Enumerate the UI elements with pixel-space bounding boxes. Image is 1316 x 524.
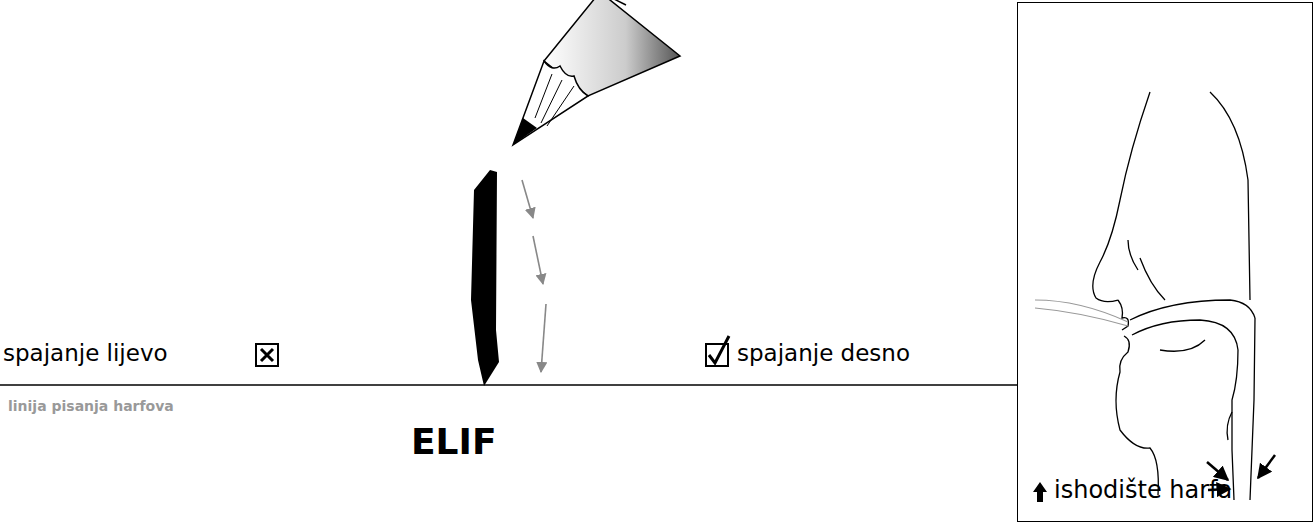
stroke-direction-arrows: [522, 180, 546, 372]
head-profile-illustration: [1093, 92, 1255, 500]
up-arrow-symbol: [1033, 482, 1047, 502]
crossed-checkbox: [256, 344, 278, 366]
panel-caption: ishodište harfa: [1054, 477, 1232, 503]
pencil-illustration: [513, 0, 680, 145]
writing-line: [0, 384, 1017, 386]
origin-panel: ishodište harfa: [1017, 2, 1313, 522]
letter-name: ELIF: [411, 422, 497, 462]
connection-note: spajanje lijevo: [3, 341, 168, 366]
line-caption: linija pisanja harfova: [8, 399, 174, 414]
airflow-lines: [1035, 300, 1128, 326]
connection-note: spajanje desno: [737, 341, 910, 366]
elif-stroke: [471, 170, 499, 386]
ticked-checkbox: [706, 336, 729, 366]
